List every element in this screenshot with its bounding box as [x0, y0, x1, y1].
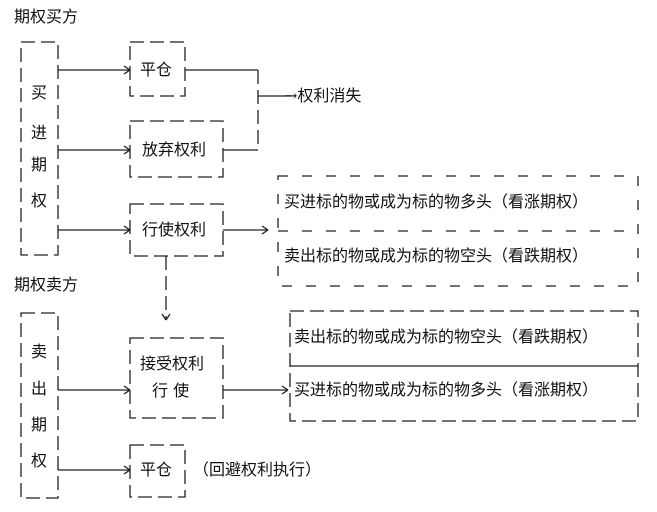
seller-close-box — [129, 444, 186, 498]
buyer-box — [20, 41, 59, 256]
buyer-char-2: 进 — [30, 123, 47, 142]
buyer-char-1: 买 — [30, 83, 47, 102]
seller-outcome-1: 卖出标的物或成为标的物空头（看跌期权） — [294, 327, 599, 346]
seller-title: 期权卖方 — [14, 275, 79, 294]
buyer-char-3: 期 — [30, 155, 47, 174]
seller-char-3: 期 — [30, 415, 47, 434]
seller-char-1: 卖 — [30, 342, 47, 361]
buyer-outcome-2: 卖出标的物或成为标的物空头（看跌期权） — [284, 246, 589, 265]
seller-close-label: 平仓 — [140, 460, 173, 479]
buyer-exercise-box — [129, 203, 224, 257]
buyer-abandon-box — [129, 120, 224, 178]
rights-lost-label: →权利消失 — [284, 86, 362, 105]
seller-accept-line1: 接受权利 — [140, 354, 205, 373]
seller-accept-box — [129, 337, 224, 419]
seller-char-4: 权 — [30, 451, 47, 470]
buyer-close-box — [129, 41, 186, 97]
buyer-outcome-box — [277, 175, 639, 287]
buyer-outcome-1: 买进标的物或成为标的物多头（看涨期权） — [284, 192, 589, 211]
buyer-title: 期权买方 — [14, 7, 79, 26]
buyer-exercise-label: 行使权利 — [142, 220, 207, 239]
seller-char-2: 出 — [30, 379, 47, 398]
seller-accept-line2: 行 使 — [152, 381, 190, 400]
buyer-abandon-label: 放弃权利 — [142, 140, 207, 159]
buyer-char-4: 权 — [30, 191, 47, 210]
seller-close-note: （回避权利执行） — [193, 460, 322, 479]
seller-box — [20, 312, 59, 499]
seller-outcome-2: 买进标的物或成为标的物多头（看涨期权） — [294, 380, 599, 399]
buyer-close-label: 平仓 — [140, 60, 173, 79]
